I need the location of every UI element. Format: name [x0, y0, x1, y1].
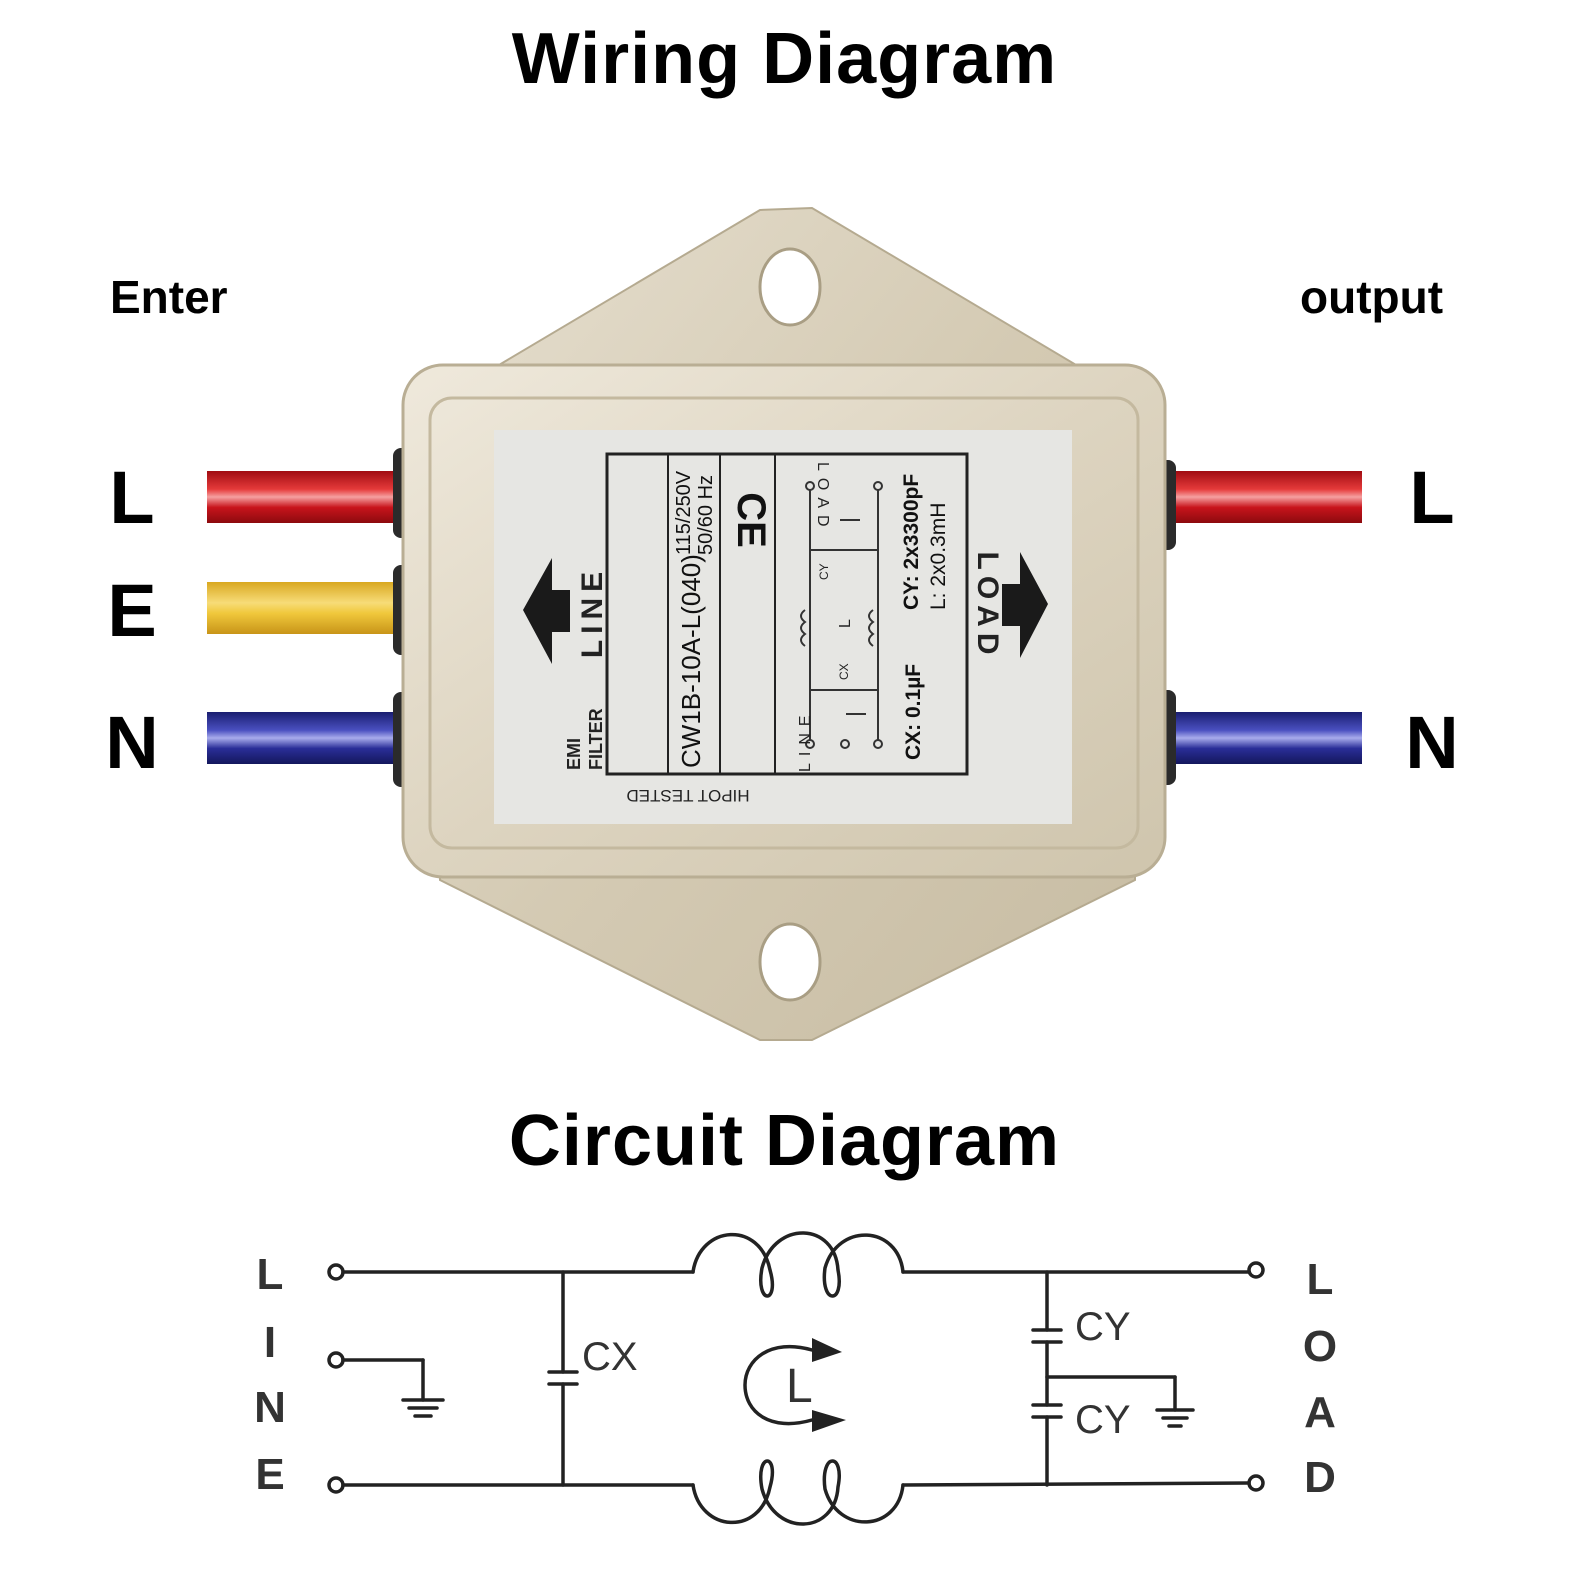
inductor-arrow-icons — [812, 1338, 846, 1432]
right-wire-letter-n: N — [1405, 701, 1459, 784]
top-mount-hole — [758, 247, 822, 327]
right-n-wire — [1160, 712, 1362, 764]
cy-bottom-label: CY — [1075, 1398, 1131, 1442]
enter-label: Enter — [110, 271, 228, 323]
rating-text: 115/250V — [673, 470, 695, 555]
line-arrow-icon — [523, 558, 570, 664]
circuit-line-letter-3: N — [254, 1383, 286, 1432]
circuit-load-letter-2: O — [1302, 1322, 1338, 1371]
filter-body-inner — [428, 396, 1140, 850]
left-wire-letter-n: N — [105, 701, 159, 784]
ce-mark: CE — [729, 492, 773, 548]
circuit-load-letter-1: L — [1306, 1255, 1334, 1304]
output-label: output — [1300, 271, 1444, 323]
label-sticker — [494, 430, 1072, 824]
circuit-schematic — [327, 1231, 1265, 1526]
inductor-label: L — [786, 1360, 813, 1413]
cy-top-label: CY — [1075, 1305, 1131, 1349]
line-arrow-text: LINE — [576, 566, 609, 658]
filter-text: FILTER — [586, 708, 606, 770]
circuit-line-letter-2: I — [263, 1318, 277, 1367]
circuit-line-letter-4: E — [255, 1450, 285, 1499]
circuit-line-letter-1: L — [256, 1250, 284, 1299]
hipot-text: HIPOT TESTED — [626, 786, 749, 805]
mini-cy: CY — [817, 563, 831, 580]
freq-text: 50/60 Hz — [695, 475, 717, 555]
circuit-load-letter-4: D — [1304, 1453, 1336, 1502]
cx-spec-text: CX: 0.1µF — [902, 664, 925, 760]
left-e-wire — [207, 582, 407, 634]
right-l-wire — [1160, 471, 1362, 523]
bottom-mount-hole — [758, 922, 822, 1002]
load-arrow-text: LOAD — [971, 552, 1004, 661]
circuit-diagram-title: Circuit Diagram — [508, 1101, 1061, 1181]
circuit-load-letter-3: A — [1304, 1388, 1336, 1437]
left-wire-letter-l: L — [109, 456, 155, 539]
mini-cx: CX — [837, 663, 851, 680]
right-wire-letter-l: L — [1409, 456, 1455, 539]
mini-l: L — [837, 619, 854, 628]
l-spec-text: L: 2x0.3mH — [927, 503, 950, 610]
label-frame — [605, 452, 969, 776]
left-wire-letter-e: E — [107, 569, 157, 652]
emi-text: EMI — [564, 738, 584, 770]
left-l-wire — [207, 471, 407, 523]
label-mini-schematic — [800, 481, 883, 749]
mini-load-pins: LOAD — [814, 462, 831, 534]
wiring-diagram-title: Wiring Diagram — [511, 19, 1058, 99]
mini-line-pins: LINE — [797, 708, 814, 772]
left-n-wire — [207, 712, 407, 764]
cx-label: CX — [582, 1335, 638, 1379]
model-text: CW1B-10A-L(040) — [676, 554, 706, 768]
load-arrow-icon — [1002, 552, 1048, 658]
cy-spec-text: CY: 2x3300pF — [900, 474, 923, 610]
